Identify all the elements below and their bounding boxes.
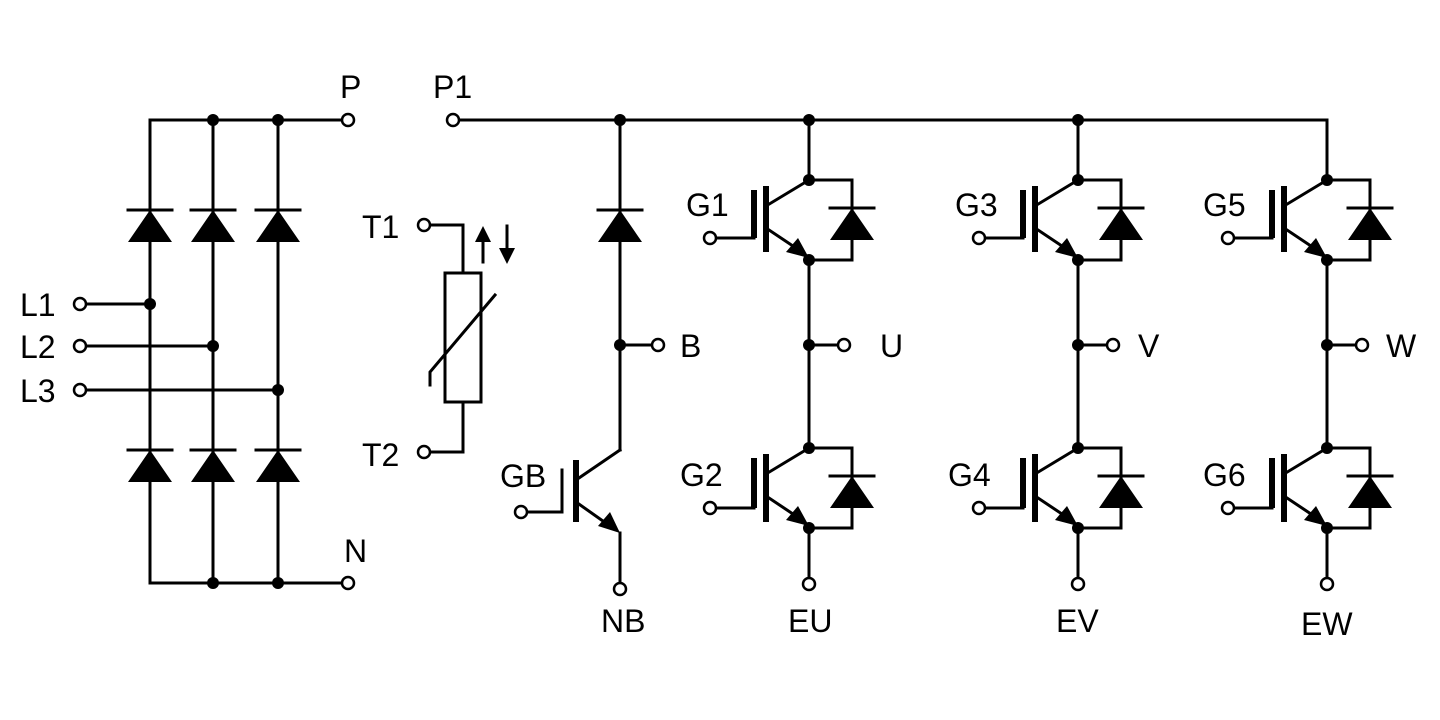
terminal-g4 bbox=[971, 500, 987, 516]
label-nb: NB bbox=[601, 603, 645, 639]
label-u: U bbox=[880, 328, 903, 364]
diode-symbol bbox=[254, 208, 302, 242]
terminal-g5 bbox=[1220, 230, 1236, 246]
thermistor: T1 T2 bbox=[362, 209, 515, 473]
thermistor-body bbox=[443, 271, 483, 404]
temperature-arrows-icon bbox=[475, 224, 515, 264]
brake-chopper: B GB NB bbox=[500, 118, 701, 639]
label-l3: L3 bbox=[20, 373, 56, 409]
terminal-p bbox=[340, 112, 356, 128]
junction-dot bbox=[272, 114, 284, 126]
diode-symbol bbox=[254, 448, 302, 482]
label-l1: L1 bbox=[20, 287, 56, 323]
label-g6: G6 bbox=[1203, 457, 1246, 493]
label-n: N bbox=[344, 533, 367, 569]
terminal-w bbox=[1354, 337, 1370, 353]
junction-dot bbox=[272, 577, 284, 589]
label-ew: EW bbox=[1301, 606, 1353, 642]
igbt-upper bbox=[1232, 177, 1394, 262]
terminal-u bbox=[836, 337, 852, 353]
terminal-t1 bbox=[416, 217, 432, 233]
label-t2: T2 bbox=[362, 437, 399, 473]
diode-symbol bbox=[189, 208, 237, 242]
junction-dot bbox=[614, 339, 626, 351]
junction-dot bbox=[207, 340, 219, 352]
terminal-eu bbox=[801, 576, 817, 592]
p1-rail: P1 bbox=[433, 69, 1329, 182]
terminal-v bbox=[1105, 337, 1121, 353]
terminal-nb bbox=[612, 581, 628, 597]
diode-symbol bbox=[596, 208, 644, 242]
label-g5: G5 bbox=[1203, 187, 1246, 223]
terminal-l3 bbox=[72, 382, 88, 398]
inverter-leg-u: G1 U G2 EU bbox=[680, 118, 903, 639]
igbt-lower bbox=[983, 445, 1145, 530]
label-p1: P1 bbox=[433, 69, 472, 105]
label-gb: GB bbox=[500, 458, 546, 494]
terminal-p1 bbox=[445, 112, 461, 128]
diode-symbol bbox=[126, 448, 174, 482]
terminal-n bbox=[340, 575, 356, 591]
terminal-l1 bbox=[72, 296, 88, 312]
inverter-leg-v: G3 V G4 EV bbox=[948, 118, 1160, 639]
brake-transistor bbox=[525, 447, 623, 585]
terminal-g6 bbox=[1220, 500, 1236, 516]
terminal-g1 bbox=[702, 230, 718, 246]
thermistor-slash bbox=[428, 292, 498, 387]
label-t1: T1 bbox=[362, 209, 399, 245]
label-g3: G3 bbox=[955, 187, 998, 223]
label-l2: L2 bbox=[20, 329, 56, 365]
label-g4: G4 bbox=[948, 457, 991, 493]
junction-dot bbox=[207, 577, 219, 589]
igbt-lower bbox=[714, 445, 876, 530]
diode-symbol bbox=[126, 208, 174, 242]
t2-wire bbox=[428, 400, 465, 454]
inverter-leg-w: G5 W G6 EW bbox=[1203, 174, 1417, 642]
terminal-gb bbox=[513, 504, 529, 520]
terminal-g2 bbox=[702, 500, 718, 516]
rectifier-bridge: L1 L2 L3 P N bbox=[20, 69, 367, 591]
label-p: P bbox=[340, 69, 361, 105]
label-g1: G1 bbox=[686, 187, 729, 223]
terminal-l2 bbox=[72, 338, 88, 354]
terminal-b bbox=[650, 337, 666, 353]
label-b: B bbox=[680, 328, 701, 364]
junction-dot bbox=[207, 114, 219, 126]
diode-symbol bbox=[189, 448, 237, 482]
igbt-upper bbox=[983, 177, 1145, 262]
junction-dot bbox=[272, 384, 284, 396]
terminal-ev bbox=[1070, 576, 1086, 592]
terminal-t2 bbox=[416, 444, 432, 460]
label-g2: G2 bbox=[680, 457, 723, 493]
igbt-upper bbox=[714, 177, 876, 262]
label-w: W bbox=[1386, 328, 1417, 364]
label-eu: EU bbox=[788, 603, 832, 639]
terminal-ew bbox=[1319, 576, 1335, 592]
terminal-g3 bbox=[971, 230, 987, 246]
label-v: V bbox=[1138, 328, 1160, 364]
label-ev: EV bbox=[1056, 603, 1099, 639]
igbt-lower bbox=[1232, 445, 1394, 530]
junction-dot bbox=[144, 298, 156, 310]
t1-wire bbox=[428, 223, 465, 275]
